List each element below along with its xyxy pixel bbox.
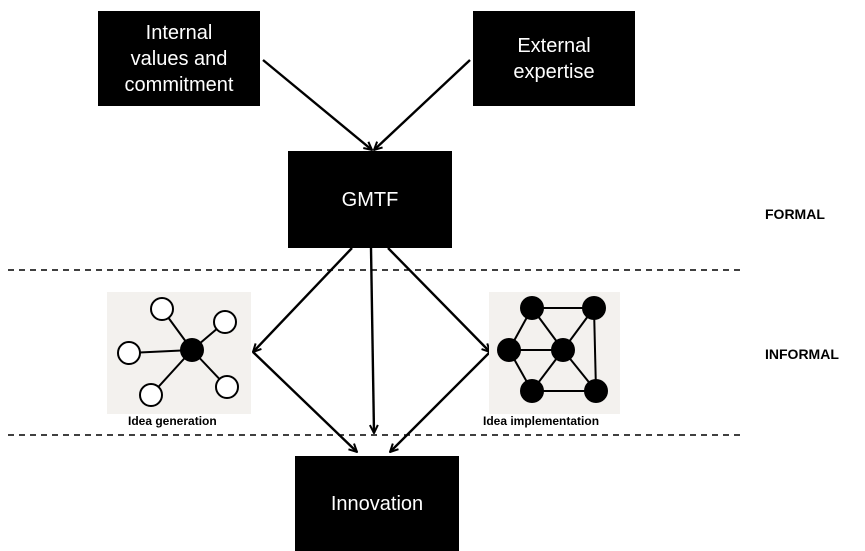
gmtf-label: GMTF <box>341 188 399 211</box>
internal-values-box: Internal values and commitment <box>98 11 260 106</box>
internal-values-label: Internal values and commitment <box>124 21 234 96</box>
informal-level-label: INFORMAL <box>765 346 839 362</box>
idea-implementation-network-icon <box>489 292 620 414</box>
external-expertise-box: External expertise <box>473 11 635 106</box>
formal-level-label: FORMAL <box>765 206 825 222</box>
arrow-gmtf-to-generation <box>253 247 353 352</box>
gmtf-box: GMTF <box>288 151 452 248</box>
innovation-box: Innovation <box>295 456 459 551</box>
arrow-generation-to-innovation <box>252 351 357 452</box>
external-expertise-label: External expertise <box>513 34 595 83</box>
idea-generation-network-icon <box>107 292 251 414</box>
arrow-gmtf-to-implementation <box>387 247 490 352</box>
arrow-internal-to-gmtf <box>262 59 372 150</box>
arrow-implementation-to-innovation <box>390 351 491 452</box>
arrow-external-to-gmtf <box>374 59 471 150</box>
innovation-label: Innovation <box>330 492 424 515</box>
arrow-gmtf-to-innovation <box>371 247 374 433</box>
idea-generation-caption: Idea generation <box>128 414 217 428</box>
idea-implementation-caption: Idea implementation <box>483 414 600 428</box>
